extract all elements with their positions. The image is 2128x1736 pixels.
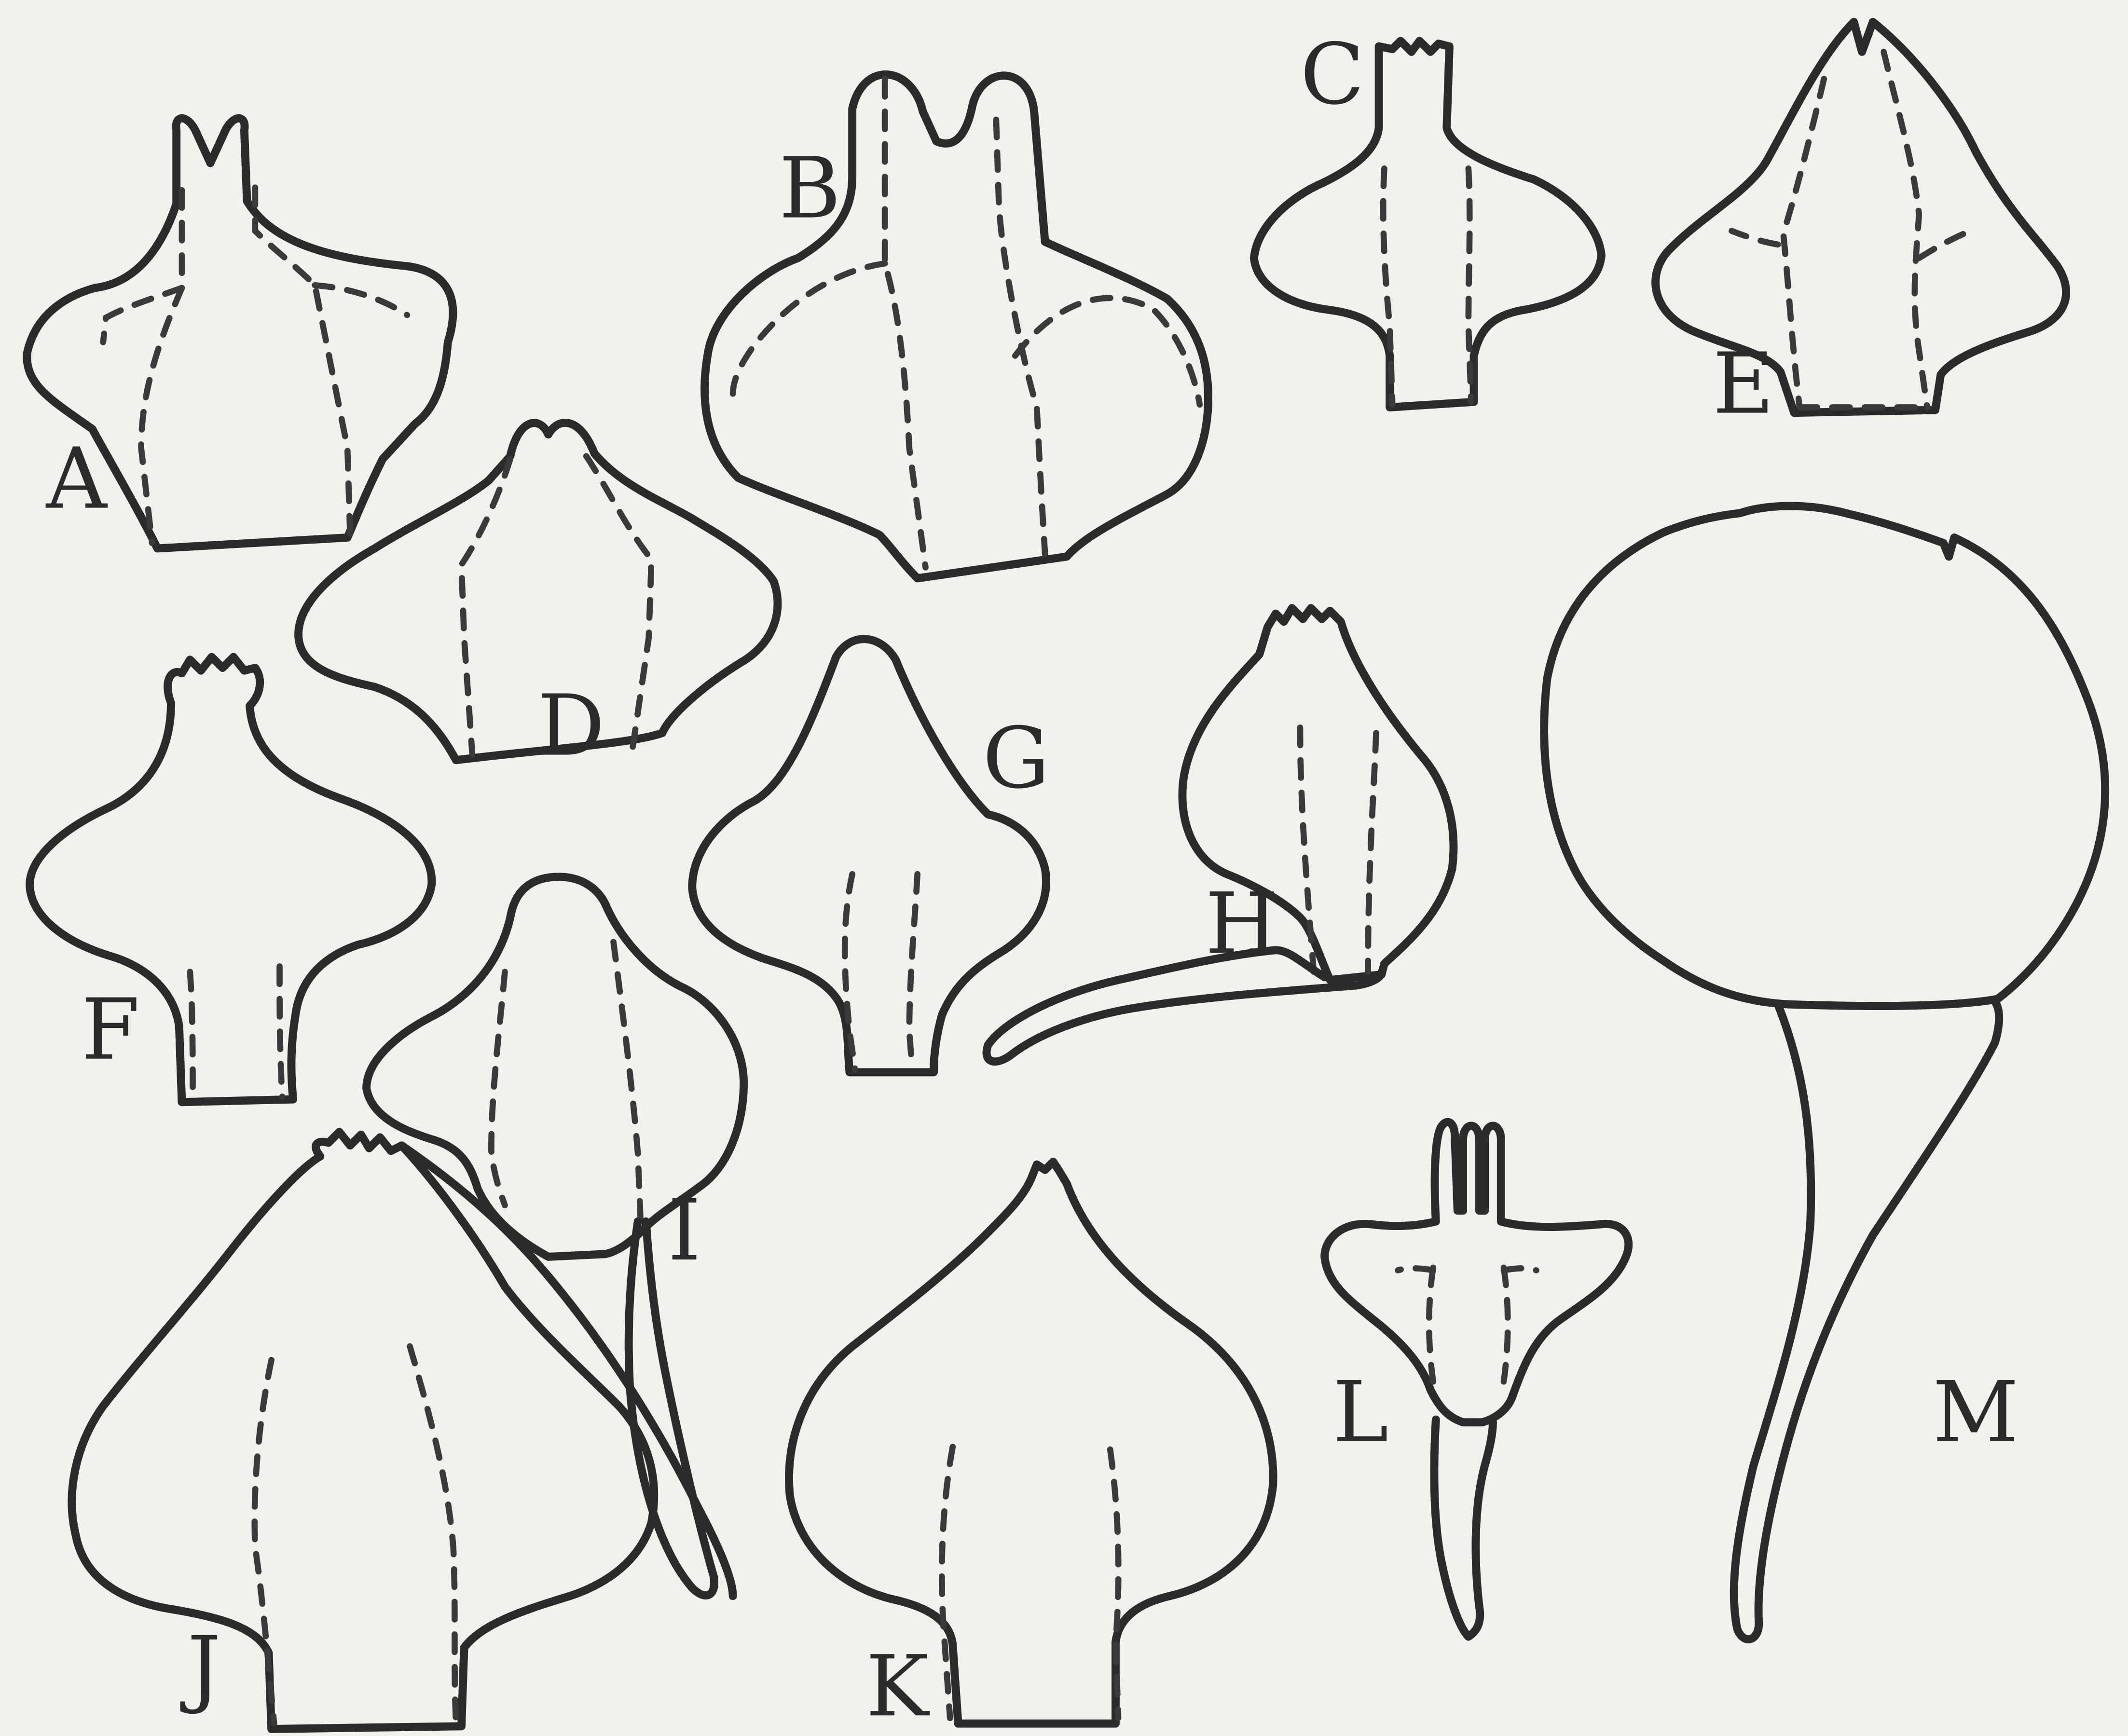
petal-e: E (1656, 22, 2066, 433)
petal-j: J (72, 1132, 733, 1729)
petal-k: K (789, 1162, 1273, 1736)
label-j: J (180, 1619, 221, 1717)
label-i: I (668, 1182, 701, 1280)
petal-l: L (1325, 1122, 1629, 1637)
petal-f: F (30, 657, 432, 1102)
label-a: A (45, 430, 108, 528)
petal-m: M (1544, 506, 2105, 1639)
petal-b: B (705, 74, 1208, 578)
label-g: G (983, 710, 1050, 807)
label-c: C (1300, 26, 1364, 123)
petal-g: G (692, 639, 1050, 1072)
label-b: B (779, 140, 841, 238)
label-l: L (1333, 1364, 1389, 1462)
label-d: D (537, 677, 605, 775)
label-e: E (1713, 335, 1774, 433)
label-f: F (82, 981, 140, 1079)
label-k: K (866, 1638, 930, 1736)
petal-c: C (1254, 26, 1601, 407)
label-m: M (1933, 1364, 2019, 1462)
petal-h: H (987, 608, 1454, 1062)
label-h: H (1205, 875, 1278, 973)
petal-a: A (27, 118, 453, 548)
